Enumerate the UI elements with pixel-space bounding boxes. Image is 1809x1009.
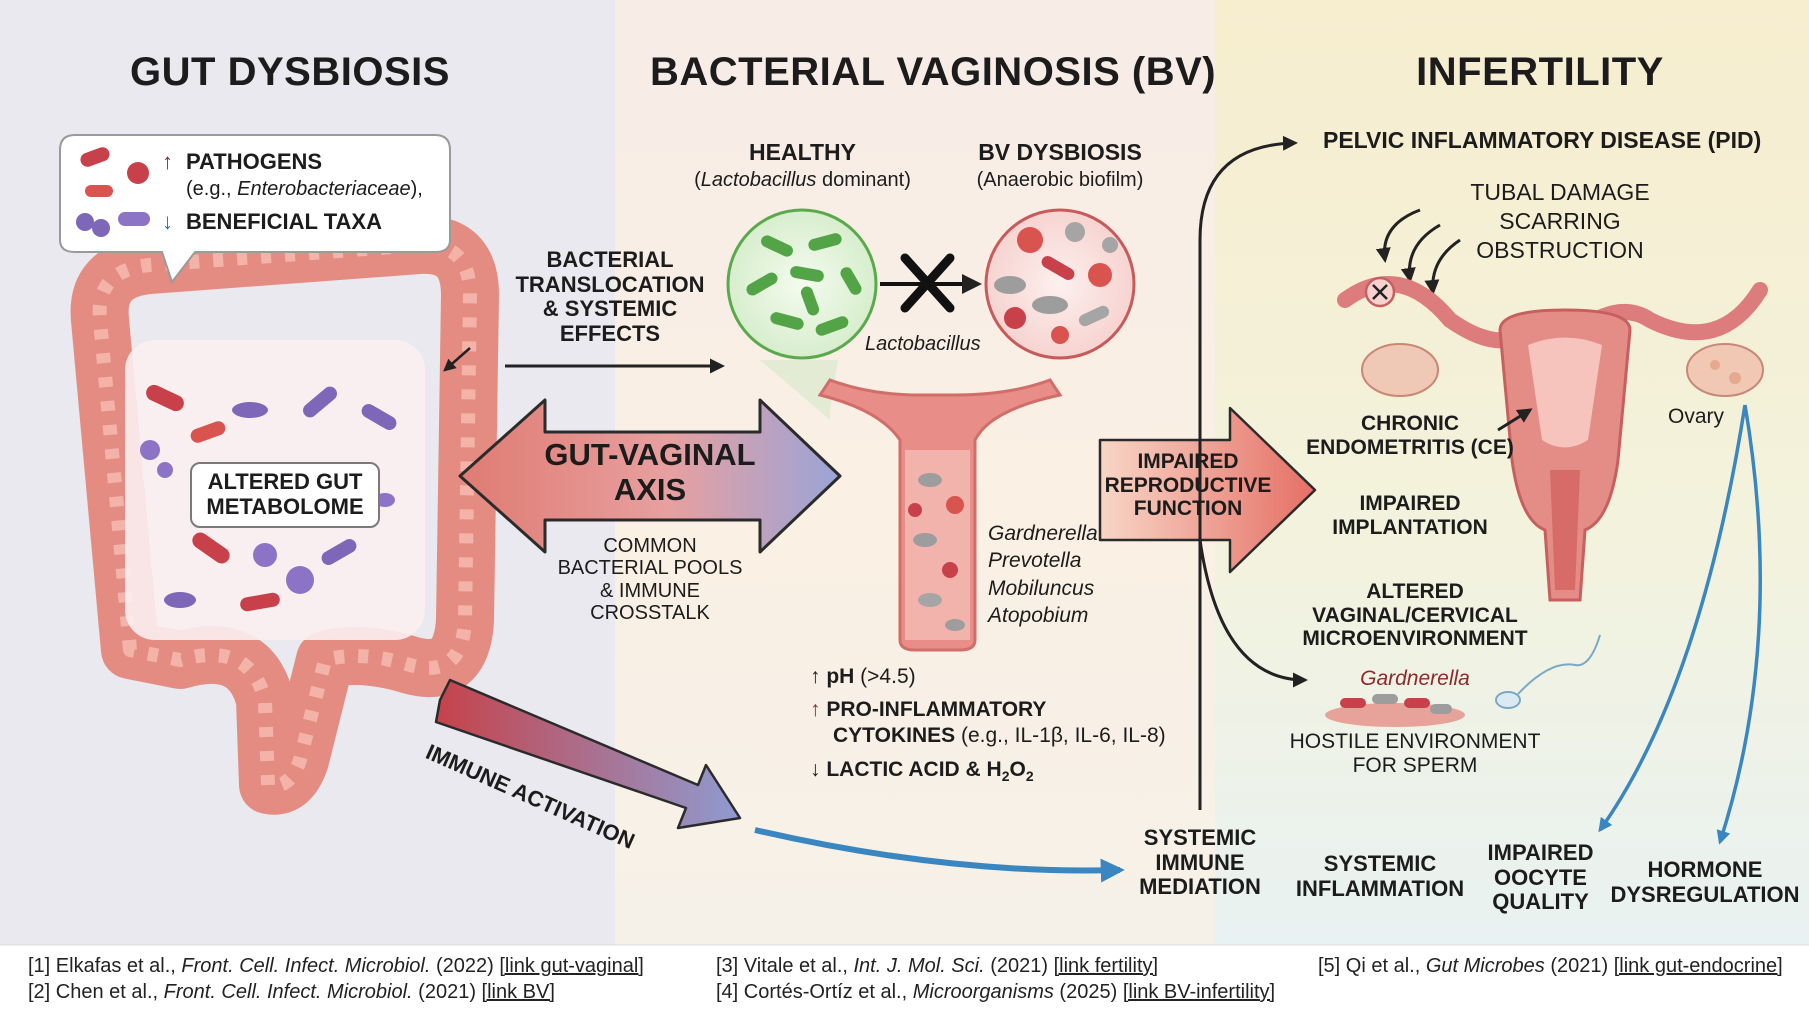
- blue-arrow-oocyte: [1600, 405, 1745, 830]
- bv-dysbiosis-circle: [986, 210, 1134, 358]
- gut-vaginal-axis-label: GUT-VAGINAL AXIS: [530, 438, 770, 507]
- reference-4: [4] Cortés-Ortíz et al., Microorganisms …: [716, 981, 1275, 1004]
- beneficial-taxa-label: BENEFICIAL TAXA: [186, 210, 382, 235]
- cytokines-line1: ↑ PRO-INFLAMMATORY: [810, 698, 1046, 722]
- systemic-immune-mediation-label: SYSTEMIC IMMUNE MEDIATION: [1125, 826, 1275, 900]
- pid-label: PELVIC INFLAMMATORY DISEASE (PID): [1323, 128, 1761, 154]
- reference-5: [5] Qi et al., Gut Microbes (2021) [link…: [1318, 955, 1783, 978]
- reference-1: [1] Elkafas et al., Front. Cell. Infect.…: [28, 955, 644, 978]
- immune-activation-arrow: [436, 680, 740, 828]
- hostile-environment-label: HOSTILE ENVIRONMENT FOR SPERM: [1280, 730, 1550, 777]
- heading-gut-dysbiosis: GUT DYSBIOSIS: [100, 50, 480, 95]
- healthy-subtitle: (Lactobacillus dominant): [670, 169, 935, 191]
- species-gardnerella: Gardnerella: [988, 520, 1098, 547]
- species-mobiluncus: Mobiluncus: [988, 575, 1098, 602]
- hormone-dysregulation-label: HORMONE DYSREGULATION: [1610, 858, 1800, 907]
- pathogens-example: (e.g., Enterobacteriaceae),: [186, 178, 423, 200]
- down-arrow-icon: ↓: [162, 210, 173, 235]
- up-arrow-icon: ↑: [162, 150, 173, 175]
- gardnerella-clump: [1325, 694, 1465, 727]
- blue-arrow-systemic: [755, 830, 1120, 871]
- reference-1-link[interactable]: [link gut-vaginal]: [499, 955, 644, 977]
- gardnerella-label: Gardnerella: [1330, 667, 1500, 691]
- tubal-damage-text: TUBAL DAMAGE SCARRING OBSTRUCTION: [1450, 178, 1670, 264]
- healthy-title: HEALTHY: [700, 140, 905, 166]
- axis-subtext: COMMON BACTERIAL POOLS & IMMUNE CROSSTAL…: [535, 535, 765, 625]
- metabolome-line2: METABOLOME: [192, 495, 378, 520]
- blue-arrow-hormone: [1720, 405, 1760, 842]
- reference-2-link[interactable]: [link BV]: [482, 981, 555, 1003]
- bv-dysbiosis-title: BV DYSBIOSIS: [955, 140, 1165, 166]
- reference-5-link[interactable]: [link gut-endocrine]: [1614, 955, 1783, 977]
- impaired-oocyte-quality-label: IMPAIRED OOCYTE QUALITY: [1478, 841, 1603, 915]
- metabolome-line1: ALTERED GUT: [192, 470, 378, 495]
- reference-2: [2] Chen et al., Front. Cell. Infect. Mi…: [28, 981, 555, 1004]
- bv-dysbiosis-subtitle: (Anaerobic biofilm): [950, 169, 1170, 191]
- ovary-label: Ovary: [1668, 405, 1724, 429]
- lactobacillus-label: Lactobacillus: [865, 333, 981, 355]
- impaired-repro-label: IMPAIRED REPRODUCTIVE FUNCTION: [1098, 450, 1278, 521]
- reference-3: [3] Vitale et al., Int. J. Mol. Sci. (20…: [716, 955, 1158, 978]
- reference-4-link[interactable]: [link BV-infertility]: [1123, 981, 1275, 1003]
- species-atopobium: Atopobium: [988, 602, 1098, 629]
- altered-microenvironment-label: ALTERED VAGINAL/CERVICAL MICROENVIRONMEN…: [1290, 580, 1540, 651]
- bv-species-list: Gardnerella Prevotella Mobiluncus Atopob…: [988, 520, 1098, 629]
- translocation-text: BACTERIAL TRANSLOCATION & SYSTEMIC EFFEC…: [505, 248, 715, 347]
- reference-3-link[interactable]: [link fertility]: [1054, 955, 1158, 977]
- ph-line: ↑ pH (>4.5): [810, 665, 916, 689]
- altered-gut-metabolome-box: ALTERED GUT METABOLOME: [190, 462, 380, 528]
- species-prevotella: Prevotella: [988, 547, 1098, 574]
- chronic-endometritis-label: CHRONIC ENDOMETRITIS (CE): [1305, 412, 1515, 459]
- heading-bacterial-vaginosis: BACTERIAL VAGINOSIS (BV): [650, 50, 1195, 95]
- heading-infertility: INFERTILITY: [1380, 50, 1700, 95]
- pathogens-label: PATHOGENS: [186, 150, 322, 175]
- blocked-transition-arrow: [880, 258, 978, 308]
- cytokines-line2: CYTOKINES (e.g., IL-1β, IL-6, IL-8): [833, 724, 1166, 748]
- systemic-inflammation-label: SYSTEMIC INFLAMMATION: [1285, 852, 1475, 901]
- lactic-acid-line: ↓ LACTIC ACID & H2O2: [810, 758, 1034, 785]
- impaired-implantation-label: IMPAIRED IMPLANTATION: [1310, 492, 1510, 539]
